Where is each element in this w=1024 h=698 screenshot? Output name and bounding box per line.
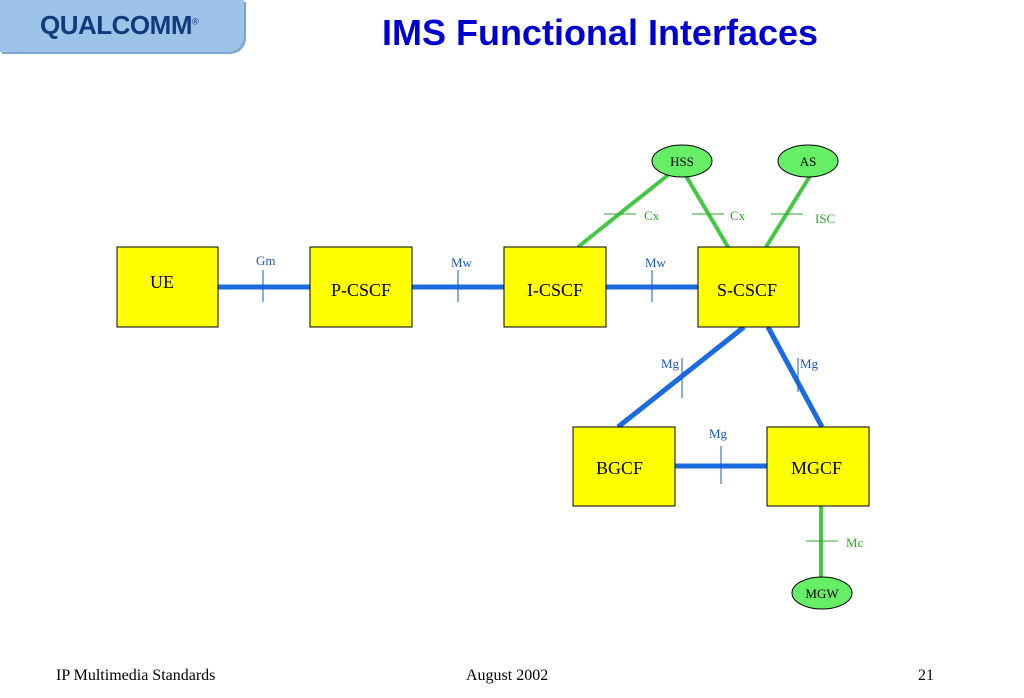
label-cx-1: Cx (644, 208, 660, 223)
node-scscf-label: S-CSCF (717, 280, 777, 300)
qualcomm-logo: QUALCOMM® (40, 10, 199, 40)
node-ue-label: UE (150, 272, 174, 292)
link-cx-icscf-hss (576, 173, 670, 249)
node-pcscf-label: P-CSCF (331, 280, 391, 300)
node-hss-label: HSS (670, 154, 694, 169)
node-mgw-ellipse (791, 576, 853, 610)
label-mg-2: Mg (800, 356, 819, 371)
label-mg-3: Mg (709, 426, 728, 441)
node-mgw-label: MGW (805, 586, 839, 601)
label-cx-2: Cx (730, 208, 746, 223)
footer-center: August 2002 (466, 667, 549, 684)
node-bgcf-label: BGCF (596, 458, 643, 478)
node-ue-box (116, 246, 219, 328)
node-pcscf-box (309, 246, 413, 328)
slide-title: IMS Functional Interfaces (381, 12, 819, 53)
node-as-label: AS (800, 154, 817, 169)
footer-left: IP Multimedia Standards (56, 667, 216, 684)
node-scscf-box (697, 246, 800, 328)
link-mg-scscf-bgcf (616, 325, 746, 429)
label-mg-1: Mg (661, 356, 680, 371)
link-cx-scscf-hss (684, 174, 730, 249)
node-mgcf-box (766, 426, 870, 507)
node-mgcf-label: MGCF (791, 458, 842, 478)
node-hss-ellipse (651, 144, 713, 178)
logo-banner: QUALCOMM® (0, 0, 244, 52)
node-as-ellipse (777, 144, 839, 178)
label-gm: Gm (256, 253, 276, 268)
link-mg-scscf-mgcf (765, 325, 825, 429)
node-icscf-box (503, 246, 607, 328)
footer-page-number: 21 (918, 667, 934, 684)
label-mc: Mc (846, 535, 864, 550)
label-isc: ISC (815, 211, 835, 226)
node-bgcf-box (572, 426, 676, 507)
link-isc-scscf-as (764, 174, 812, 249)
node-icscf-label: I-CSCF (527, 280, 583, 300)
label-mw-1: Mw (451, 255, 473, 270)
label-mw-2: Mw (645, 255, 667, 270)
